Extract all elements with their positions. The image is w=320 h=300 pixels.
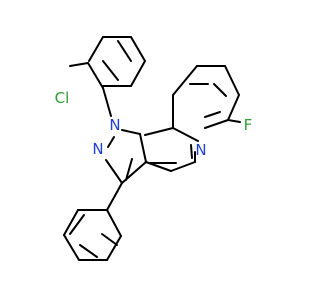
bond-line-35: [63, 209, 79, 236]
fluorine-label: F: [244, 116, 253, 134]
bond-line-41: [79, 244, 98, 258]
bond-line-22: [190, 144, 193, 159]
bond-line-10: [121, 129, 141, 135]
bond-line-6: [117, 40, 132, 62]
bond-line-33: [106, 182, 123, 211]
bond-line-9: [102, 87, 112, 117]
bond-line-30: [213, 83, 227, 97]
bond-line-1: [88, 36, 104, 62]
atom-labels: Cl N N N F: [55, 89, 253, 159]
bond-lines: [63, 36, 241, 261]
chemical-structure-diagram: Cl N N N F: [55, 36, 253, 261]
bond-line-11: [139, 133, 147, 163]
bond-line-19: [172, 127, 199, 142]
bond-line-36: [63, 234, 80, 261]
chlorine-label: Cl: [55, 89, 70, 107]
nitrogen-1-label: N: [109, 116, 120, 134]
bond-line-20: [144, 127, 174, 136]
bond-line-31: [204, 111, 221, 118]
bond-line-42: [101, 233, 118, 246]
bond-line-17: [170, 161, 196, 172]
bond-line-40: [69, 214, 85, 235]
bond-line-13: [105, 159, 123, 184]
bond-line-28: [204, 119, 229, 129]
bond-line-14: [107, 136, 115, 148]
bond-line-26: [224, 65, 240, 96]
bond-line-3: [130, 36, 146, 62]
bond-line-24: [172, 65, 198, 96]
bond-line-27: [227, 94, 240, 121]
bond-line-4: [130, 60, 146, 87]
bond-line-8: [69, 62, 89, 67]
nitrogen-5-label: N: [195, 141, 206, 159]
bond-line-7: [102, 60, 119, 81]
bond-line-38: [106, 235, 122, 261]
bond-line-15: [125, 158, 133, 181]
bond-line-39: [106, 209, 122, 237]
bond-line-32: [227, 119, 241, 123]
nitrogen-2-label: N: [92, 140, 103, 158]
bond-line-0: [87, 62, 104, 89]
